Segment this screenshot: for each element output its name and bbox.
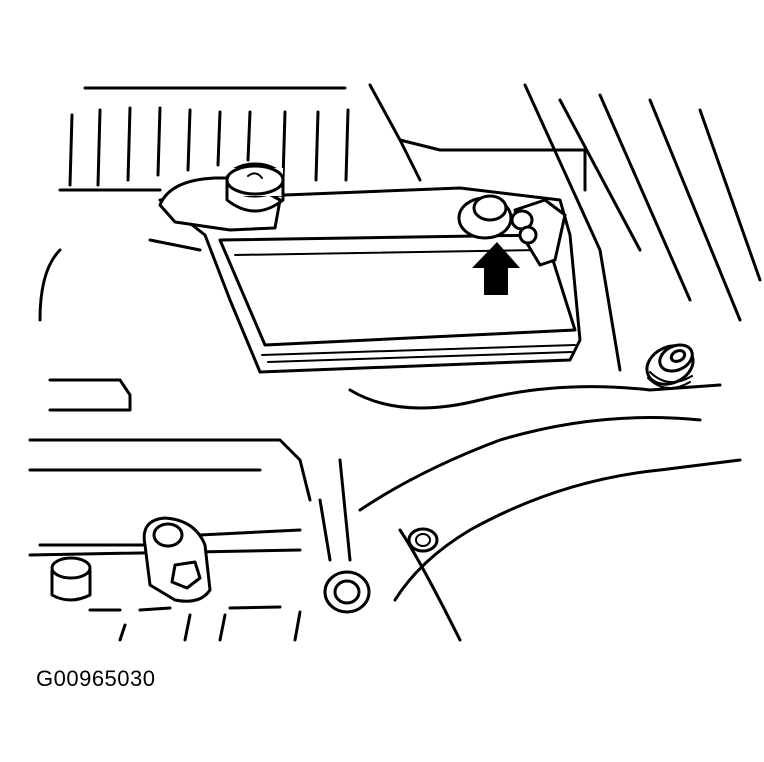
ribbed-housing — [58, 86, 350, 192]
terminal-nut — [457, 194, 567, 267]
drain-plug — [645, 343, 695, 389]
hold-down-clamp — [158, 162, 285, 232]
bracket-bolt-right — [407, 527, 439, 553]
cap — [50, 556, 92, 602]
figure-id-label: G00965030 — [36, 666, 156, 691]
up-arrow-icon — [472, 242, 520, 295]
battery-component — [158, 186, 582, 374]
bracket-bolt-center — [323, 570, 371, 614]
bracket-bolt-left — [142, 516, 212, 603]
upper-right-structure — [368, 83, 762, 372]
mounting-bracket — [28, 238, 742, 642]
